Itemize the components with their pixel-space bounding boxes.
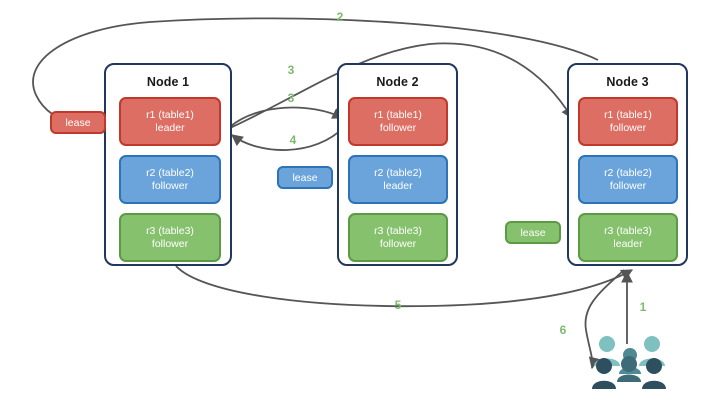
edge-label-4: 4: [289, 133, 297, 147]
users-icon: [592, 336, 666, 389]
replica-role: follower: [379, 237, 417, 250]
replica-role: follower: [151, 179, 189, 192]
replica-name: r2 (table2): [146, 166, 194, 179]
replica-node3-r1[interactable]: r1 (table1) follower: [578, 97, 678, 146]
node-container-node2[interactable]: Node 2 r1 (table1) follower r2 (table2) …: [337, 63, 458, 266]
edge-label-3-lower: 3: [287, 91, 295, 105]
replica-node3-r2[interactable]: r2 (table2) follower: [578, 155, 678, 204]
replica-node1-r1[interactable]: r1 (table1) leader: [119, 97, 221, 146]
node-container-node3[interactable]: Node 3 r1 (table1) follower r2 (table2) …: [567, 63, 688, 266]
replica-role: follower: [609, 121, 647, 134]
replica-name: r3 (table3): [146, 224, 194, 237]
replica-name: r3 (table3): [604, 224, 652, 237]
edge-label-2: 2: [336, 10, 344, 24]
replica-name: r1 (table1): [146, 108, 194, 121]
replica-node2-r3[interactable]: r3 (table3) follower: [348, 213, 448, 262]
replica-node2-r2[interactable]: r2 (table2) leader: [348, 155, 448, 204]
edge-label-5: 5: [394, 298, 402, 312]
node-title-node2: Node 2: [376, 75, 419, 89]
node-container-node1[interactable]: Node 1 r1 (table1) leader r2 (table2) fo…: [104, 63, 232, 266]
edge-step-4: [231, 125, 346, 151]
replica-name: r3 (table3): [374, 224, 422, 237]
replica-role: follower: [379, 121, 417, 134]
replica-name: r2 (table2): [604, 166, 652, 179]
node-title-node3: Node 3: [606, 75, 649, 89]
replica-node1-r3[interactable]: r3 (table3) follower: [119, 213, 221, 262]
replica-role: leader: [383, 179, 413, 192]
node-title-node1: Node 1: [146, 75, 190, 89]
replica-node2-r1[interactable]: r1 (table1) follower: [348, 97, 448, 146]
edge-step-5: [175, 265, 634, 308]
lease-badge-r1[interactable]: lease: [50, 111, 106, 134]
replica-name: r1 (table1): [374, 108, 422, 121]
edge-label-3-upper: 3: [287, 63, 295, 77]
replica-name: r2 (table2): [374, 166, 422, 179]
replica-role: leader: [613, 237, 643, 250]
replica-name: r1 (table1): [604, 108, 652, 121]
replica-node3-r3[interactable]: r3 (table3) leader: [578, 213, 678, 262]
replica-node1-r2[interactable]: r2 (table2) follower: [119, 155, 221, 204]
replica-role: follower: [609, 179, 647, 192]
replica-role: follower: [151, 237, 189, 250]
edge-step-3-lower: [230, 106, 345, 127]
edge-label-1: 1: [639, 300, 647, 314]
edge-label-6: 6: [559, 323, 567, 337]
lease-badge-r3[interactable]: lease: [505, 221, 561, 244]
replica-role: leader: [155, 121, 185, 134]
lease-badge-r2[interactable]: lease: [277, 166, 333, 189]
